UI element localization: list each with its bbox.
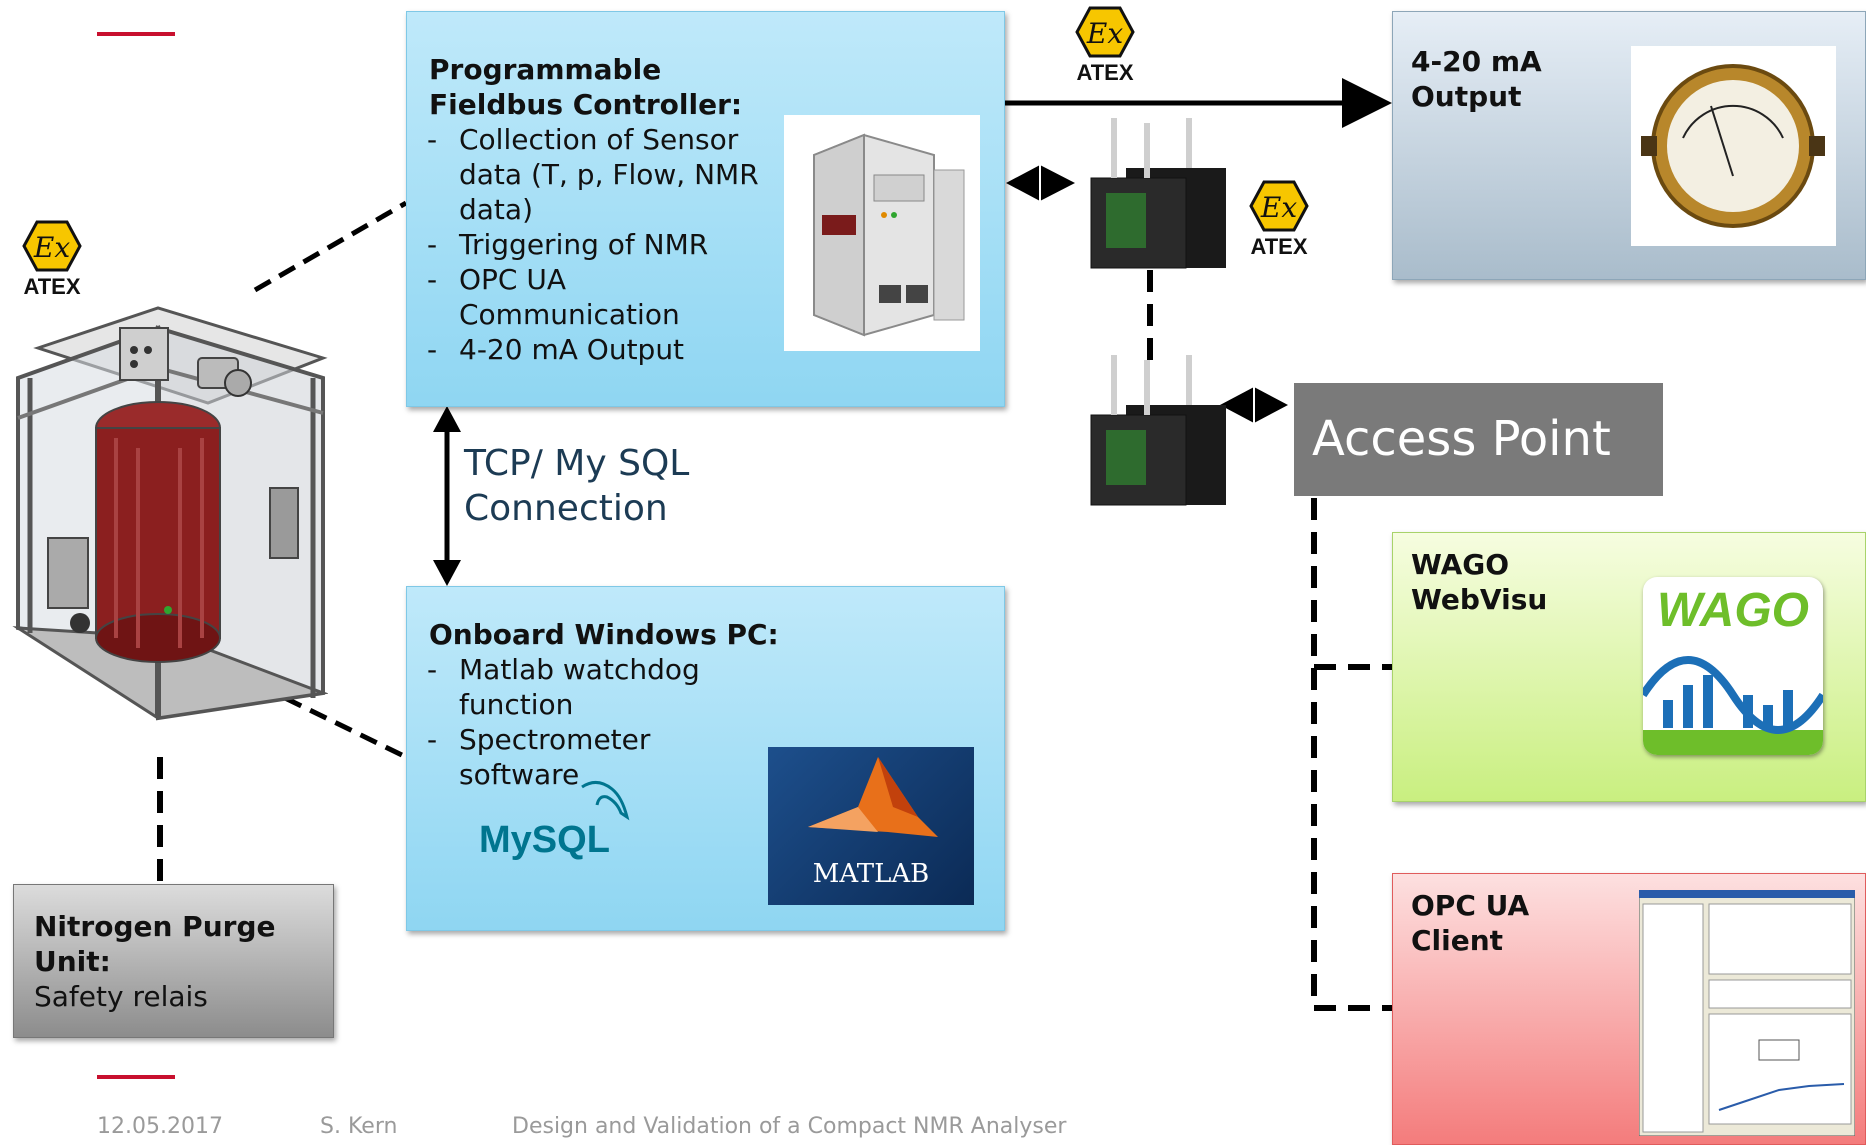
mysql-logo: MySQL: [479, 781, 630, 862]
svg-text:Ex: Ex: [1086, 17, 1123, 50]
mysql-logo-text: MySQL: [479, 819, 610, 861]
webvisu-box: WAGO WebVisu WAGO: [1392, 532, 1866, 802]
atex-label: ATEX: [1076, 60, 1134, 85]
bottom-accent-line: [97, 1075, 175, 1079]
analog-meter-image: [1631, 46, 1836, 246]
footer-author: S. Kern: [320, 1114, 398, 1139]
list-item: 4-20 mA Output: [423, 332, 783, 367]
atex-badge-cabinet: Ex ATEX: [13, 220, 91, 298]
output-title: 4-20 mA Output: [1411, 45, 1542, 113]
output-box: 4-20 mA Output: [1392, 11, 1866, 280]
pc-list: Matlab watchdog function Spectrometer so…: [423, 652, 753, 792]
pc-title: Onboard Windows PC:: [429, 618, 779, 651]
list-item: Spectrometer software: [423, 722, 753, 792]
atex-ex-icon: Ex: [1075, 6, 1135, 58]
tcp-arrow-head-down: [433, 560, 461, 586]
tcp-arrow-head-up: [433, 406, 461, 432]
atex-ex-icon: Ex: [1249, 180, 1309, 232]
fieldbus-controller-image: [784, 115, 980, 351]
wireless-radio-module-image: [1090, 118, 1226, 269]
list-item: Matlab watchdog function: [423, 652, 753, 722]
list-item: Collection of Sensor data (T, p, Flow, N…: [423, 122, 783, 227]
controller-title: Programmable Fieldbus Controller:: [429, 53, 743, 121]
link-cabinet-pc: [283, 695, 408, 760]
opc-client-box: OPC UA Client: [1392, 873, 1866, 1145]
opc-title: OPC UA Client: [1411, 889, 1530, 957]
top-accent-line: [97, 32, 175, 36]
atex-badge-top: Ex ATEX: [1066, 6, 1144, 84]
wago-logo: WAGO: [1643, 577, 1823, 755]
list-item: OPC UA Communication: [423, 262, 783, 332]
svg-text:Ex: Ex: [33, 231, 70, 264]
atex-label: ATEX: [23, 274, 81, 299]
footer-title: Design and Validation of a Compact NMR A…: [512, 1114, 1067, 1139]
atex-ex-icon: Ex: [22, 220, 82, 272]
controller-box: Programmable Fieldbus Controller: Collec…: [406, 11, 1005, 407]
matlab-membrane-icon: [808, 757, 938, 837]
access-point-box: Access Point: [1294, 383, 1663, 496]
nitrogen-purge-box: Nitrogen Purge Unit: Safety relais: [13, 884, 334, 1038]
mysql-dolphin-icon: [581, 781, 630, 821]
matlab-logo-text: MATLAB: [812, 859, 930, 889]
tcp-connection-label: TCP/ My SQL Connection: [464, 443, 690, 529]
webvisu-title: WAGO WebVisu: [1411, 548, 1548, 616]
windows-pc-box: Onboard Windows PC: Matlab watchdog func…: [406, 586, 1005, 931]
controller-list: Collection of Sensor data (T, p, Flow, N…: [423, 122, 783, 367]
atex-badge-radio: Ex ATEX: [1240, 180, 1318, 258]
wago-logo-text: WAGO: [1657, 584, 1809, 637]
opc-client-screenshot-image: [1639, 890, 1855, 1136]
purge-title: Nitrogen Purge Unit:: [34, 910, 276, 978]
nmr-analyser-cabinet-image: [12, 306, 328, 721]
link-cabinet-controller: [253, 200, 408, 293]
footer-date: 12.05.2017: [97, 1114, 223, 1139]
atex-label: ATEX: [1250, 234, 1308, 259]
svg-text:Ex: Ex: [1260, 191, 1297, 224]
purge-text: Safety relais: [34, 980, 208, 1013]
wago-wave-icon: [1643, 656, 1823, 755]
wireless-radio-module-image: [1090, 355, 1226, 506]
list-item: Triggering of NMR: [423, 227, 783, 262]
matlab-logo: MATLAB: [768, 747, 974, 905]
